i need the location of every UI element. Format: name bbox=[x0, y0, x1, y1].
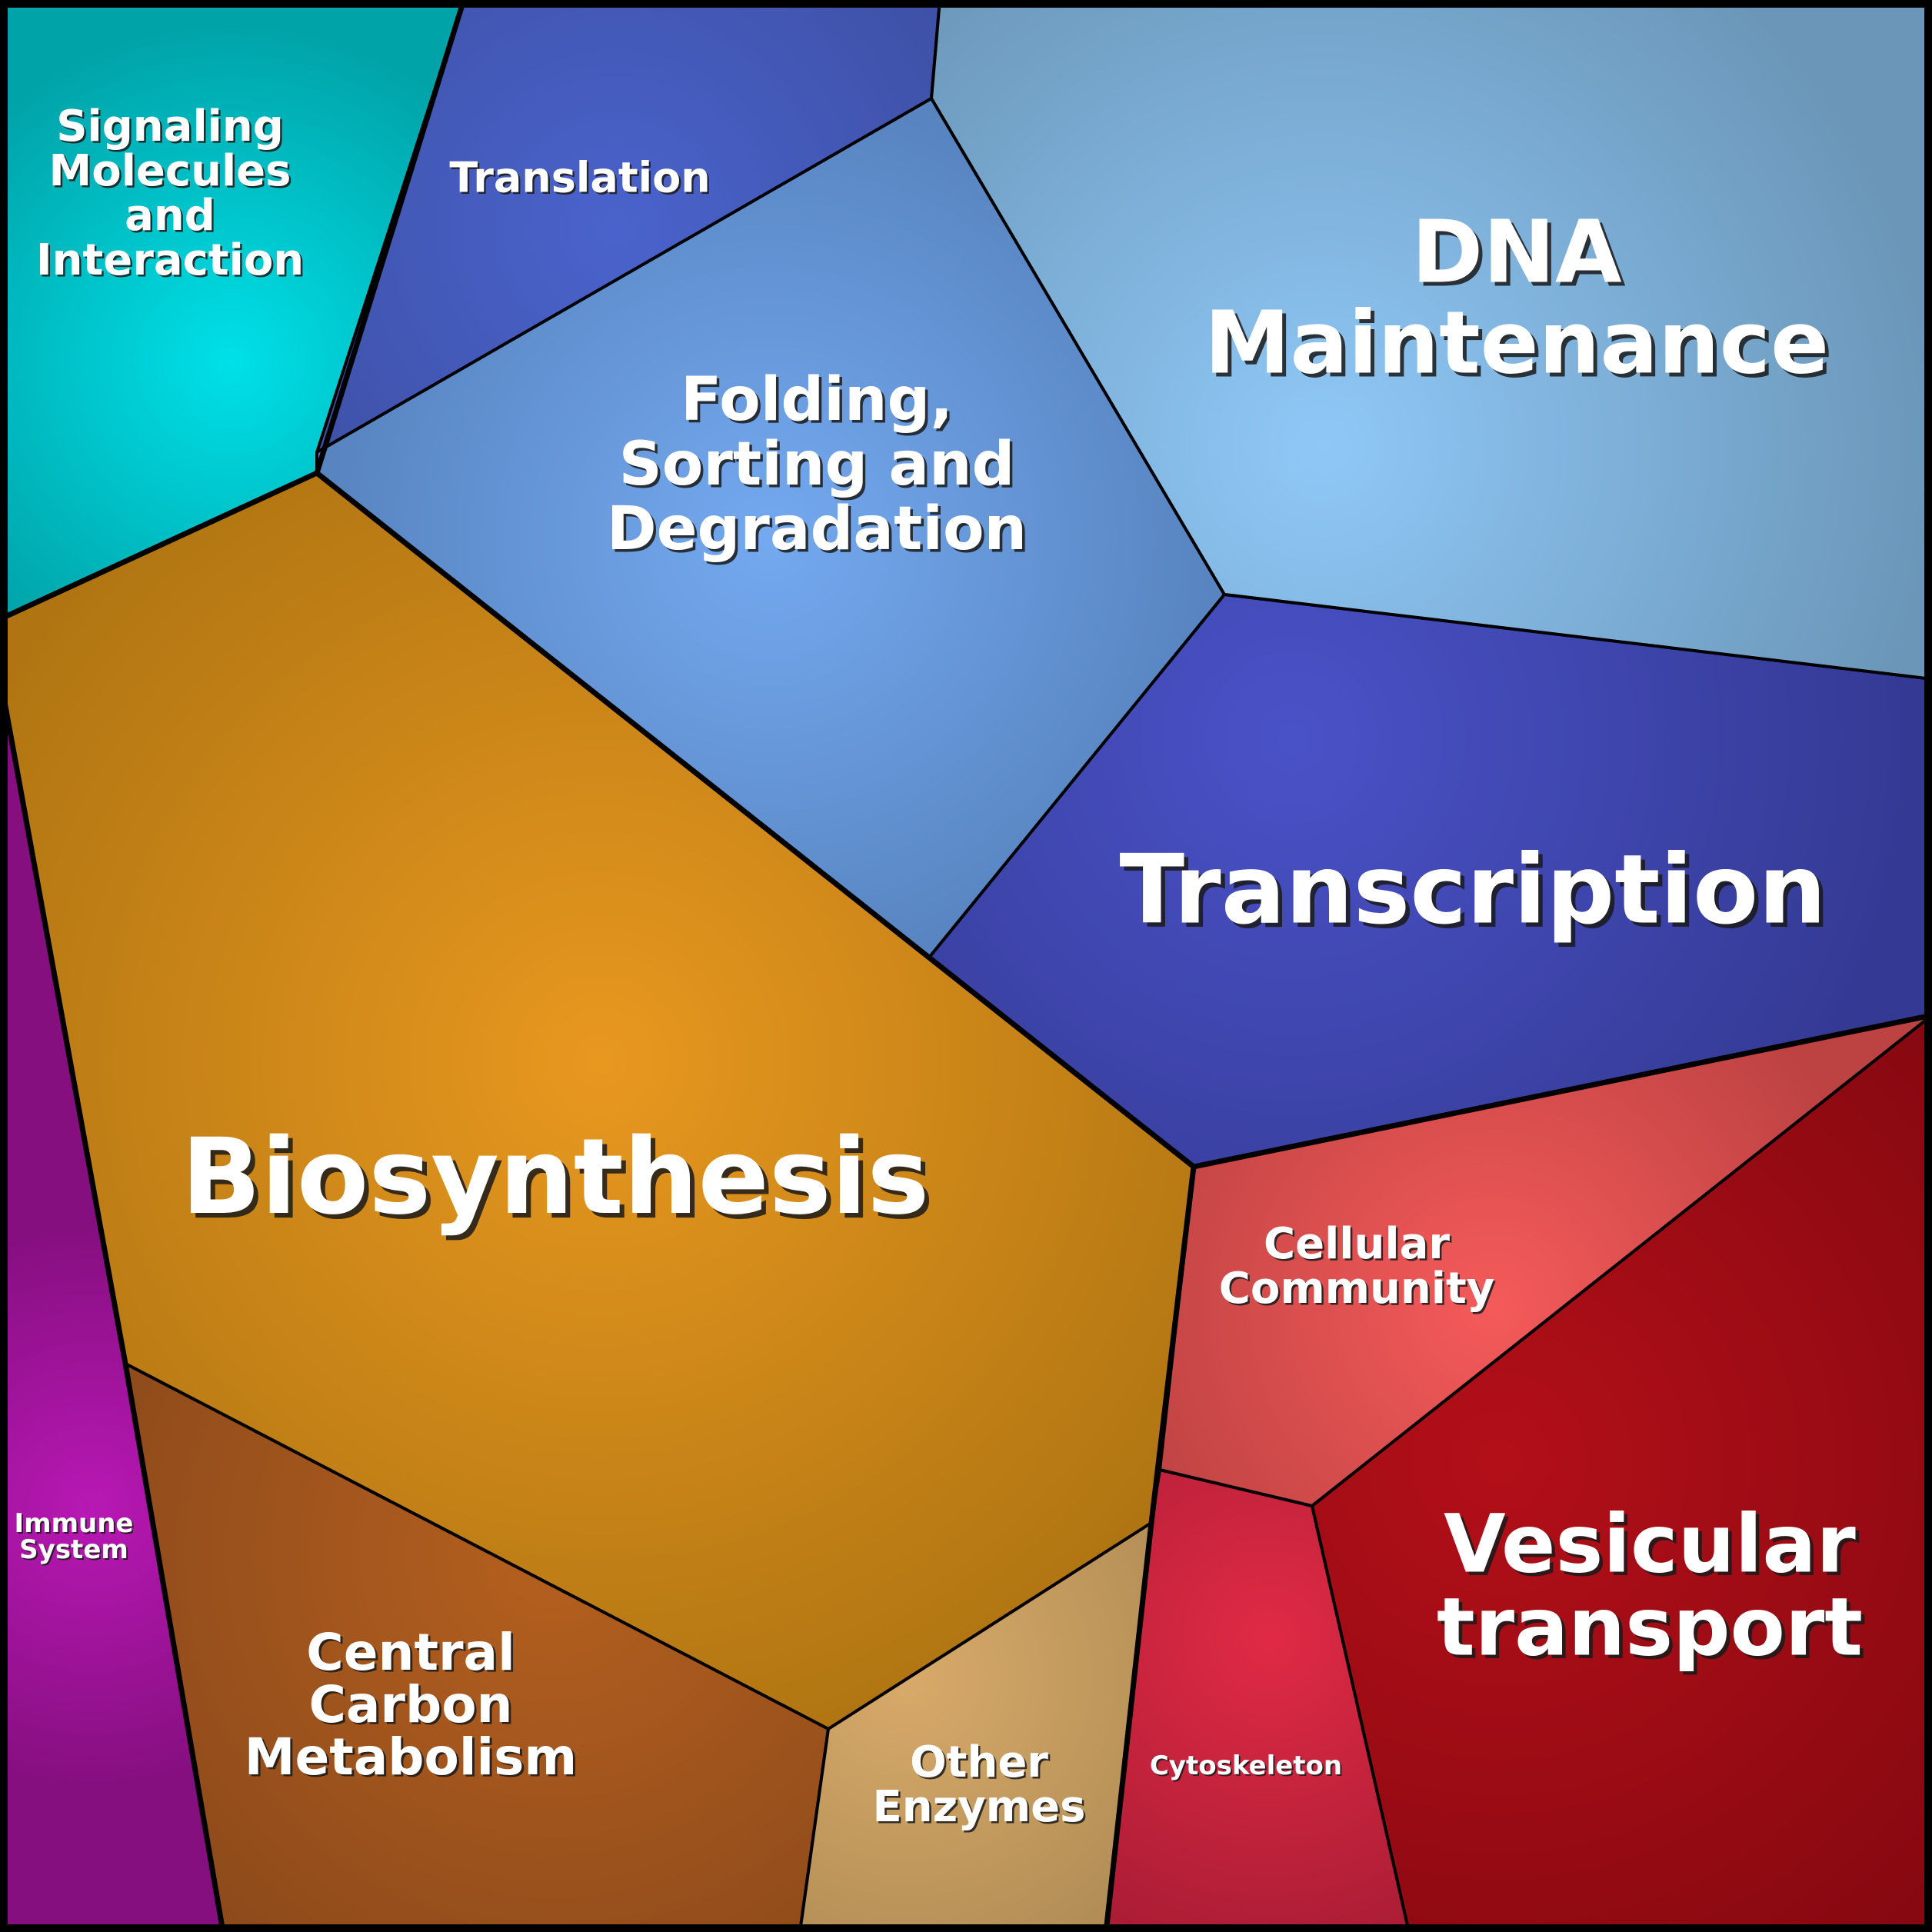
label-line: Metabolism bbox=[247, 1730, 579, 1789]
major-border-line bbox=[0, 470, 1932, 1170]
label-line: Enzymes bbox=[874, 1784, 1088, 1834]
label-line: Vesicular bbox=[1444, 1497, 1856, 1591]
label-line: DNA bbox=[1415, 206, 1626, 306]
label-line: Translation bbox=[449, 153, 710, 202]
label-line: Transcription bbox=[1119, 835, 1826, 946]
label-line: Central bbox=[308, 1625, 517, 1684]
label-line: Interaction bbox=[36, 235, 304, 285]
label-line: and bbox=[125, 191, 215, 241]
label-line: Molecules bbox=[49, 146, 291, 196]
label-line: Carbon bbox=[311, 1677, 515, 1737]
label-line: Sorting and bbox=[619, 430, 1015, 499]
label-line: Community bbox=[1221, 1266, 1496, 1316]
cell-other bbox=[798, 1521, 1153, 1932]
label-biosynthesis: Biosynthesis bbox=[182, 1117, 930, 1238]
label-line: Immune bbox=[15, 1508, 134, 1539]
label-shadow-biosynthesis: Biosynthesis bbox=[186, 1121, 934, 1243]
label-shadow-transcription: Transcription bbox=[1124, 839, 1830, 950]
label-line: Translation bbox=[451, 155, 712, 204]
label-transcription: Transcription bbox=[1119, 835, 1826, 946]
label-line: transport bbox=[1441, 1584, 1867, 1677]
label-line: Maintenance bbox=[1208, 297, 1833, 397]
label-line: System bbox=[19, 1534, 128, 1565]
label-line: Folding, bbox=[684, 368, 956, 438]
label-line: Degradation bbox=[609, 498, 1029, 567]
label-line: Vesicular bbox=[1447, 1501, 1860, 1594]
label-translation: Translation bbox=[449, 153, 710, 202]
major-border-line bbox=[1103, 1166, 1197, 1932]
label-line: Signaling bbox=[56, 102, 284, 152]
label-line: Molecules bbox=[51, 148, 293, 198]
label-line: Central bbox=[306, 1623, 515, 1682]
label-line: Cellular bbox=[1266, 1221, 1452, 1271]
label-line: Biosynthesis bbox=[186, 1121, 934, 1243]
label-line: Biosynthesis bbox=[182, 1117, 930, 1238]
label-line: System bbox=[21, 1536, 130, 1567]
label-cytoskeleton: Cytoskeleton bbox=[1150, 1750, 1342, 1781]
label-line: DNA bbox=[1411, 202, 1622, 302]
label-line: Metabolism bbox=[245, 1727, 577, 1787]
label-shadow-cytoskeleton: Cytoskeleton bbox=[1151, 1752, 1344, 1783]
label-line: Folding, bbox=[681, 365, 953, 435]
label-line: Signaling bbox=[58, 104, 286, 154]
label-line: Interaction bbox=[38, 238, 305, 288]
major-border-line bbox=[314, 0, 467, 475]
label-line: and bbox=[127, 193, 218, 243]
label-line: Degradation bbox=[607, 495, 1027, 564]
label-line: Carbon bbox=[308, 1675, 512, 1734]
label-line: Maintenance bbox=[1204, 293, 1829, 393]
cell-vesicular bbox=[1311, 1014, 1932, 1932]
major-border-line bbox=[0, 676, 226, 1932]
label-line: Cytoskeleton bbox=[1150, 1750, 1342, 1781]
label-line: Immune bbox=[16, 1510, 135, 1541]
label-line: Transcription bbox=[1124, 839, 1830, 950]
label-line: Other bbox=[912, 1740, 1051, 1790]
label-line: Cytoskeleton bbox=[1151, 1752, 1344, 1783]
label-line: Sorting and bbox=[621, 433, 1018, 502]
label-line: transport bbox=[1437, 1580, 1863, 1674]
label-line: Community bbox=[1219, 1264, 1494, 1314]
label-shadow-translation: Translation bbox=[451, 155, 712, 204]
label-line: Cellular bbox=[1264, 1219, 1450, 1269]
label-line: Enzymes bbox=[873, 1782, 1086, 1832]
label-line: Other bbox=[910, 1737, 1048, 1787]
